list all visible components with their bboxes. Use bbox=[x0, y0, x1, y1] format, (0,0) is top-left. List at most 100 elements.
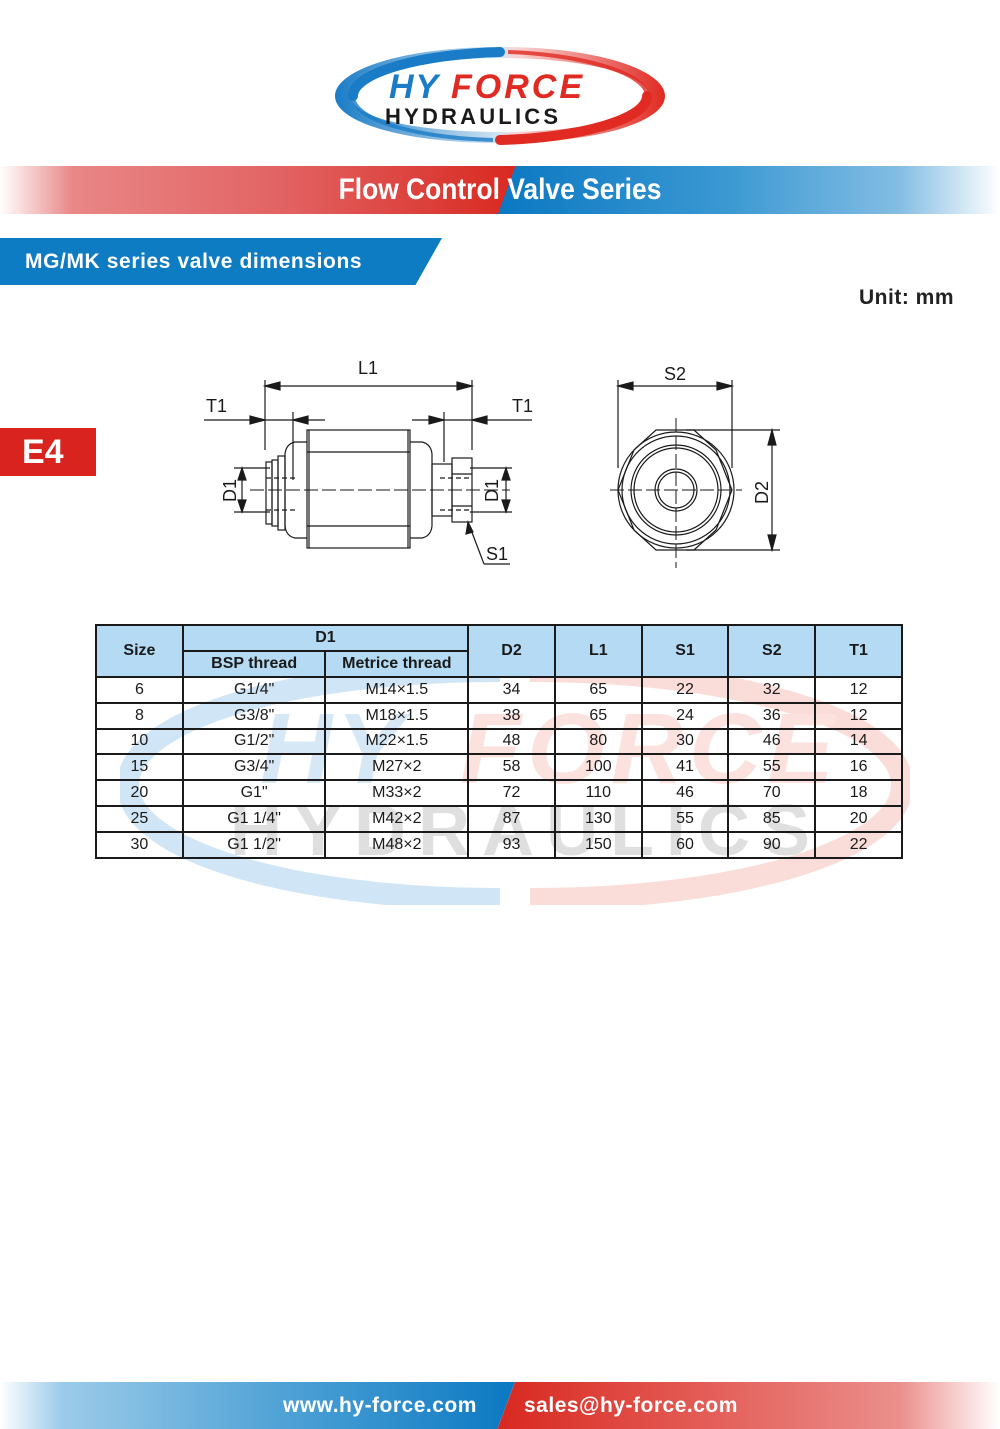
table-row: 15 G3/4" M27×2 58 100 41 55 16 bbox=[95, 753, 903, 782]
cell-l1: 100 bbox=[553, 753, 643, 782]
cell-s1: 30 bbox=[640, 727, 730, 756]
cell-l1: 150 bbox=[553, 830, 643, 859]
cell-s2: 90 bbox=[727, 830, 817, 859]
cell-s2: 46 bbox=[727, 727, 817, 756]
cell-size: 25 bbox=[95, 804, 184, 833]
cell-size: 15 bbox=[95, 753, 184, 782]
series-title-banner: Flow Control Valve Series bbox=[0, 166, 1000, 214]
series-title: Flow Control Valve Series bbox=[338, 173, 662, 206]
header-s1: S1 bbox=[640, 624, 730, 678]
website-link[interactable]: www.hy-force.com bbox=[283, 1394, 477, 1417]
table-row: 6 G1/4" M14×1.5 34 65 22 32 12 bbox=[95, 676, 903, 704]
dim-d1-right-label: D1 bbox=[482, 479, 502, 502]
cell-size: 6 bbox=[95, 676, 184, 704]
cell-l1: 65 bbox=[553, 701, 643, 730]
valve-end-view-drawing: S2 D2 bbox=[590, 350, 810, 580]
cell-s1: 22 bbox=[640, 676, 730, 704]
cell-metric: M33×2 bbox=[324, 779, 470, 807]
cell-metric: M48×2 bbox=[324, 830, 470, 859]
hyforce-logo: HY FORCE HYDRAULICS bbox=[333, 44, 667, 146]
cell-d2: 72 bbox=[467, 779, 556, 807]
table-row: 30 G1 1/2" M48×2 93 150 60 90 22 bbox=[95, 830, 903, 859]
cell-size: 30 bbox=[95, 830, 184, 859]
cell-t1: 20 bbox=[814, 804, 903, 833]
logo-oval-icon: HY FORCE HYDRAULICS bbox=[335, 47, 665, 145]
cell-bsp: G1/4" bbox=[181, 676, 327, 704]
cell-s2: 36 bbox=[727, 701, 817, 730]
email-link[interactable]: sales@hy-force.com bbox=[524, 1394, 738, 1417]
cell-l1: 80 bbox=[553, 727, 643, 756]
table-row: 20 G1" M33×2 72 110 46 70 18 bbox=[95, 779, 903, 807]
cell-s2: 85 bbox=[727, 804, 817, 833]
cell-s1: 55 bbox=[640, 804, 730, 833]
header-d2: D2 bbox=[467, 624, 556, 678]
cell-metric: M42×2 bbox=[324, 804, 470, 833]
cell-size: 10 bbox=[95, 727, 184, 756]
cell-s1: 41 bbox=[640, 753, 730, 782]
cell-metric: M22×1.5 bbox=[324, 727, 470, 756]
cell-t1: 14 bbox=[814, 727, 903, 756]
header-size: Size bbox=[95, 624, 184, 678]
section-heading: MG/MK series valve dimensions bbox=[0, 238, 442, 285]
cell-t1: 12 bbox=[814, 676, 903, 704]
cell-l1: 130 bbox=[553, 804, 643, 833]
cell-s1: 46 bbox=[640, 779, 730, 807]
header-l1: L1 bbox=[553, 624, 643, 678]
header-t1: T1 bbox=[814, 624, 903, 678]
banner-red-segment bbox=[0, 166, 520, 214]
unit-label: Unit: mm bbox=[859, 286, 954, 309]
logo-hy-text: HY bbox=[389, 68, 442, 106]
cell-l1: 65 bbox=[553, 676, 643, 704]
dim-s2-label: S2 bbox=[664, 364, 686, 384]
dim-d2-label: D2 bbox=[752, 481, 772, 504]
dim-t1-right-label: T1 bbox=[512, 396, 533, 416]
dim-s1-label: S1 bbox=[486, 544, 508, 564]
footer-blue-segment bbox=[0, 1382, 515, 1429]
header-metric-thread: Metrice thread bbox=[324, 650, 470, 678]
header-d1: D1 bbox=[181, 624, 470, 652]
cell-t1: 22 bbox=[814, 830, 903, 859]
cell-bsp: G1/2" bbox=[181, 727, 327, 756]
section-heading-text: MG/MK series valve dimensions bbox=[25, 250, 363, 273]
cell-d2: 38 bbox=[467, 701, 556, 730]
cell-metric: M18×1.5 bbox=[324, 701, 470, 730]
dim-t1-left-label: T1 bbox=[206, 396, 227, 416]
cell-s1: 24 bbox=[640, 701, 730, 730]
banner-blue-segment bbox=[498, 166, 1000, 214]
table-header-row: Size D1 D2 L1 S1 S2 T1 bbox=[95, 624, 903, 678]
valve-side-view-drawing: L1 T1 T1 bbox=[190, 350, 550, 580]
table-row: 25 G1 1/4" M42×2 87 130 55 85 20 bbox=[95, 804, 903, 833]
cell-metric: M27×2 bbox=[324, 753, 470, 782]
cell-s1: 60 bbox=[640, 830, 730, 859]
header-bsp-thread: BSP thread bbox=[181, 650, 327, 678]
cell-d2: 93 bbox=[467, 830, 556, 859]
cell-s2: 32 bbox=[727, 676, 817, 704]
table-row: 8 G3/8" M18×1.5 38 65 24 36 12 bbox=[95, 701, 903, 730]
dim-l1-label: L1 bbox=[358, 358, 378, 378]
contact-footer: www.hy-force.com sales@hy-force.com bbox=[0, 1382, 1000, 1429]
cell-bsp: G1 1/4" bbox=[181, 804, 327, 833]
cell-t1: 16 bbox=[814, 753, 903, 782]
logo-force-text: FORCE bbox=[451, 68, 585, 106]
cell-s2: 55 bbox=[727, 753, 817, 782]
page-badge: E4 bbox=[0, 428, 96, 476]
cell-size: 20 bbox=[95, 779, 184, 807]
cell-bsp: G3/4" bbox=[181, 753, 327, 782]
header-s2: S2 bbox=[727, 624, 817, 678]
cell-l1: 110 bbox=[553, 779, 643, 807]
cell-size: 8 bbox=[95, 701, 184, 730]
cell-metric: M14×1.5 bbox=[324, 676, 470, 704]
cell-t1: 18 bbox=[814, 779, 903, 807]
logo-hydraulics-text: HYDRAULICS bbox=[385, 104, 561, 129]
cell-s2: 70 bbox=[727, 779, 817, 807]
footer-red-segment bbox=[497, 1382, 1000, 1429]
cell-t1: 12 bbox=[814, 701, 903, 730]
dimensions-table: Size D1 D2 L1 S1 S2 T1 BSP thread Metric… bbox=[95, 624, 903, 859]
cell-bsp: G1" bbox=[181, 779, 327, 807]
cell-bsp: G1 1/2" bbox=[181, 830, 327, 859]
cell-bsp: G3/8" bbox=[181, 701, 327, 730]
table-row: 10 G1/2" M22×1.5 48 80 30 46 14 bbox=[95, 727, 903, 756]
cell-d2: 87 bbox=[467, 804, 556, 833]
cell-d2: 58 bbox=[467, 753, 556, 782]
cell-d2: 34 bbox=[467, 676, 556, 704]
